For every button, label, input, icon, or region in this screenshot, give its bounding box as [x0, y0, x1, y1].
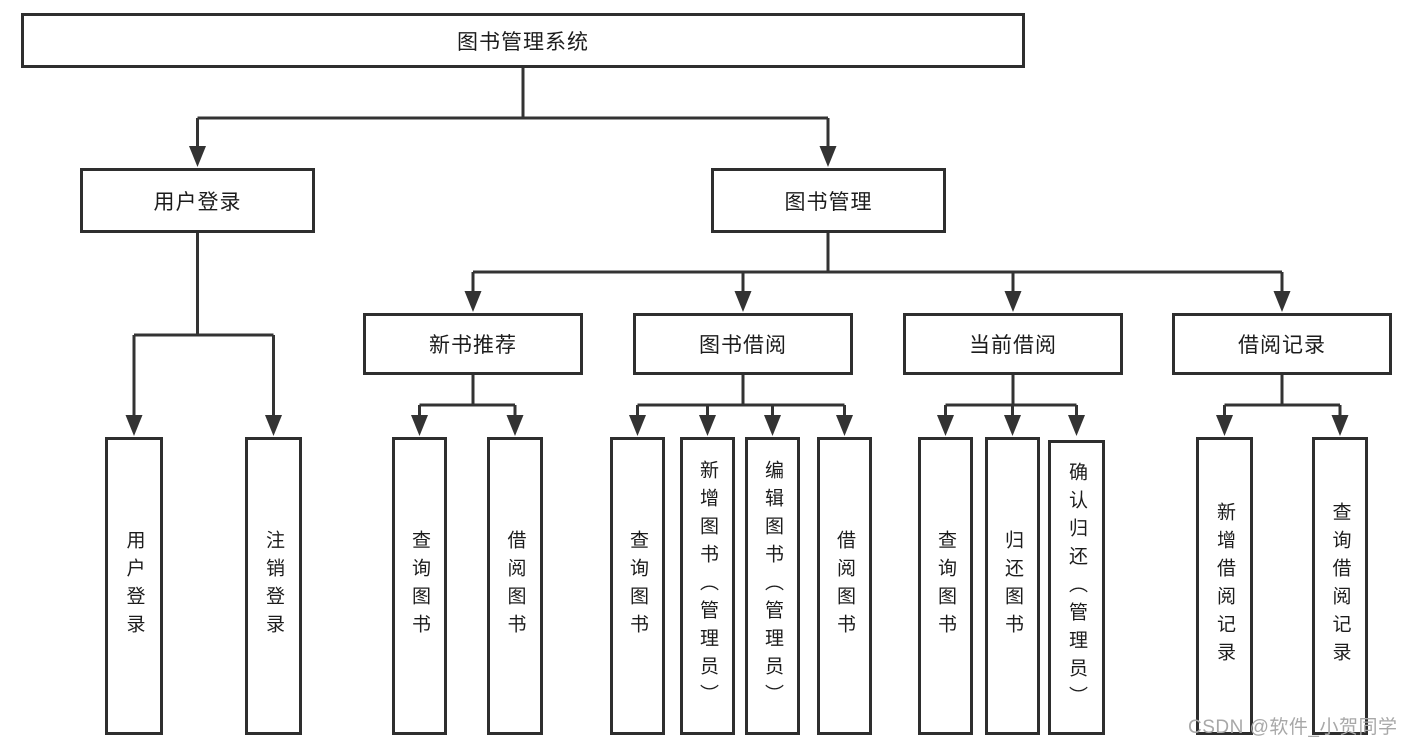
leaf-label: 新增图书（管理员）: [697, 460, 718, 712]
node-root: 图书管理系统: [21, 13, 1025, 68]
leaf-add-borrow-record: 新增借阅记录: [1196, 437, 1253, 735]
arrowhead-icon: [125, 415, 143, 436]
leaf-label: 确认归还（管理员）: [1066, 461, 1087, 714]
arrowhead-icon: [629, 415, 646, 436]
node-book-borrow: 图书借阅: [633, 313, 853, 375]
arrowhead-icon: [699, 415, 716, 436]
node-new-books: 新书推荐: [363, 313, 583, 375]
arrowhead-icon: [265, 415, 282, 436]
node-book-mgmt: 图书管理: [711, 168, 946, 233]
arrowhead-icon: [1331, 415, 1349, 436]
arrowhead-icon: [819, 146, 837, 167]
node-borrow-records: 借阅记录: [1172, 313, 1392, 375]
leaf-label: 查询借阅记录: [1329, 502, 1351, 670]
connector-borrow-records: [1223, 375, 1342, 417]
leaf-logout: 注销登录: [245, 437, 302, 735]
connector-book-borrow: [636, 375, 846, 417]
node-new-books-label: 新书推荐: [429, 334, 517, 357]
arrowhead-icon: [734, 291, 752, 312]
leaf-borrow-books-2: 借阅图书: [817, 437, 872, 735]
leaf-label: 查询图书: [409, 530, 430, 642]
leaf-label: 编辑图书（管理员）: [762, 460, 783, 712]
arrowhead-icon: [1216, 415, 1233, 436]
leaf-label: 注销登录: [263, 530, 284, 642]
arrowhead-icon: [464, 291, 482, 312]
leaf-label: 归还图书: [1002, 530, 1023, 642]
leaf-user-login: 用户登录: [105, 437, 163, 735]
leaf-query-books-2: 查询图书: [610, 437, 665, 735]
arrowhead-icon: [411, 415, 428, 436]
leaf-query-books-1: 查询图书: [392, 437, 447, 735]
leaf-confirm-return-admin: 确认归还（管理员）: [1048, 440, 1105, 735]
arrowhead-icon: [764, 415, 781, 436]
arrowhead-icon: [1004, 291, 1022, 312]
leaf-query-books-3: 查询图书: [918, 437, 973, 735]
leaf-label: 用户登录: [123, 530, 145, 642]
connector-book-mgmt: [471, 233, 1284, 293]
node-current-borrow: 当前借阅: [903, 313, 1123, 375]
arrowhead-icon: [1273, 291, 1291, 312]
node-book-borrow-label: 图书借阅: [699, 334, 787, 357]
node-user-login-label: 用户登录: [153, 190, 242, 214]
leaf-label: 借阅图书: [834, 530, 855, 642]
arrowhead-icon: [506, 415, 524, 436]
leaf-label: 新增借阅记录: [1214, 502, 1235, 670]
leaf-label: 查询图书: [935, 530, 956, 642]
leaf-borrow-books-1: 借阅图书: [487, 437, 543, 735]
node-user-login: 用户登录: [80, 168, 315, 233]
node-borrow-records-label: 借阅记录: [1238, 334, 1326, 357]
leaf-query-borrow-record: 查询借阅记录: [1312, 437, 1368, 735]
arrowhead-icon: [836, 415, 853, 436]
connector-user-login: [132, 233, 275, 417]
node-current-borrow-label: 当前借阅: [969, 334, 1057, 357]
arrowhead-icon: [1004, 415, 1021, 436]
arrowhead-icon: [937, 415, 954, 436]
leaf-edit-books-admin: 编辑图书（管理员）: [745, 437, 800, 735]
connector-current-borrow: [944, 375, 1078, 417]
leaf-return-books: 归还图书: [985, 437, 1040, 735]
watermark-text: CSDN @软件_小贺同学: [1188, 717, 1398, 738]
connector-new-books: [418, 375, 517, 417]
leaf-label: 借阅图书: [504, 530, 526, 642]
leaf-add-books-admin: 新增图书（管理员）: [680, 437, 735, 735]
connector-root: [196, 68, 830, 148]
node-root-label: 图书管理系统: [457, 30, 589, 54]
arrowhead-icon: [189, 146, 206, 167]
leaf-label: 查询图书: [627, 530, 648, 642]
node-book-mgmt-label: 图书管理: [784, 190, 873, 214]
arrowhead-icon: [1068, 415, 1085, 436]
